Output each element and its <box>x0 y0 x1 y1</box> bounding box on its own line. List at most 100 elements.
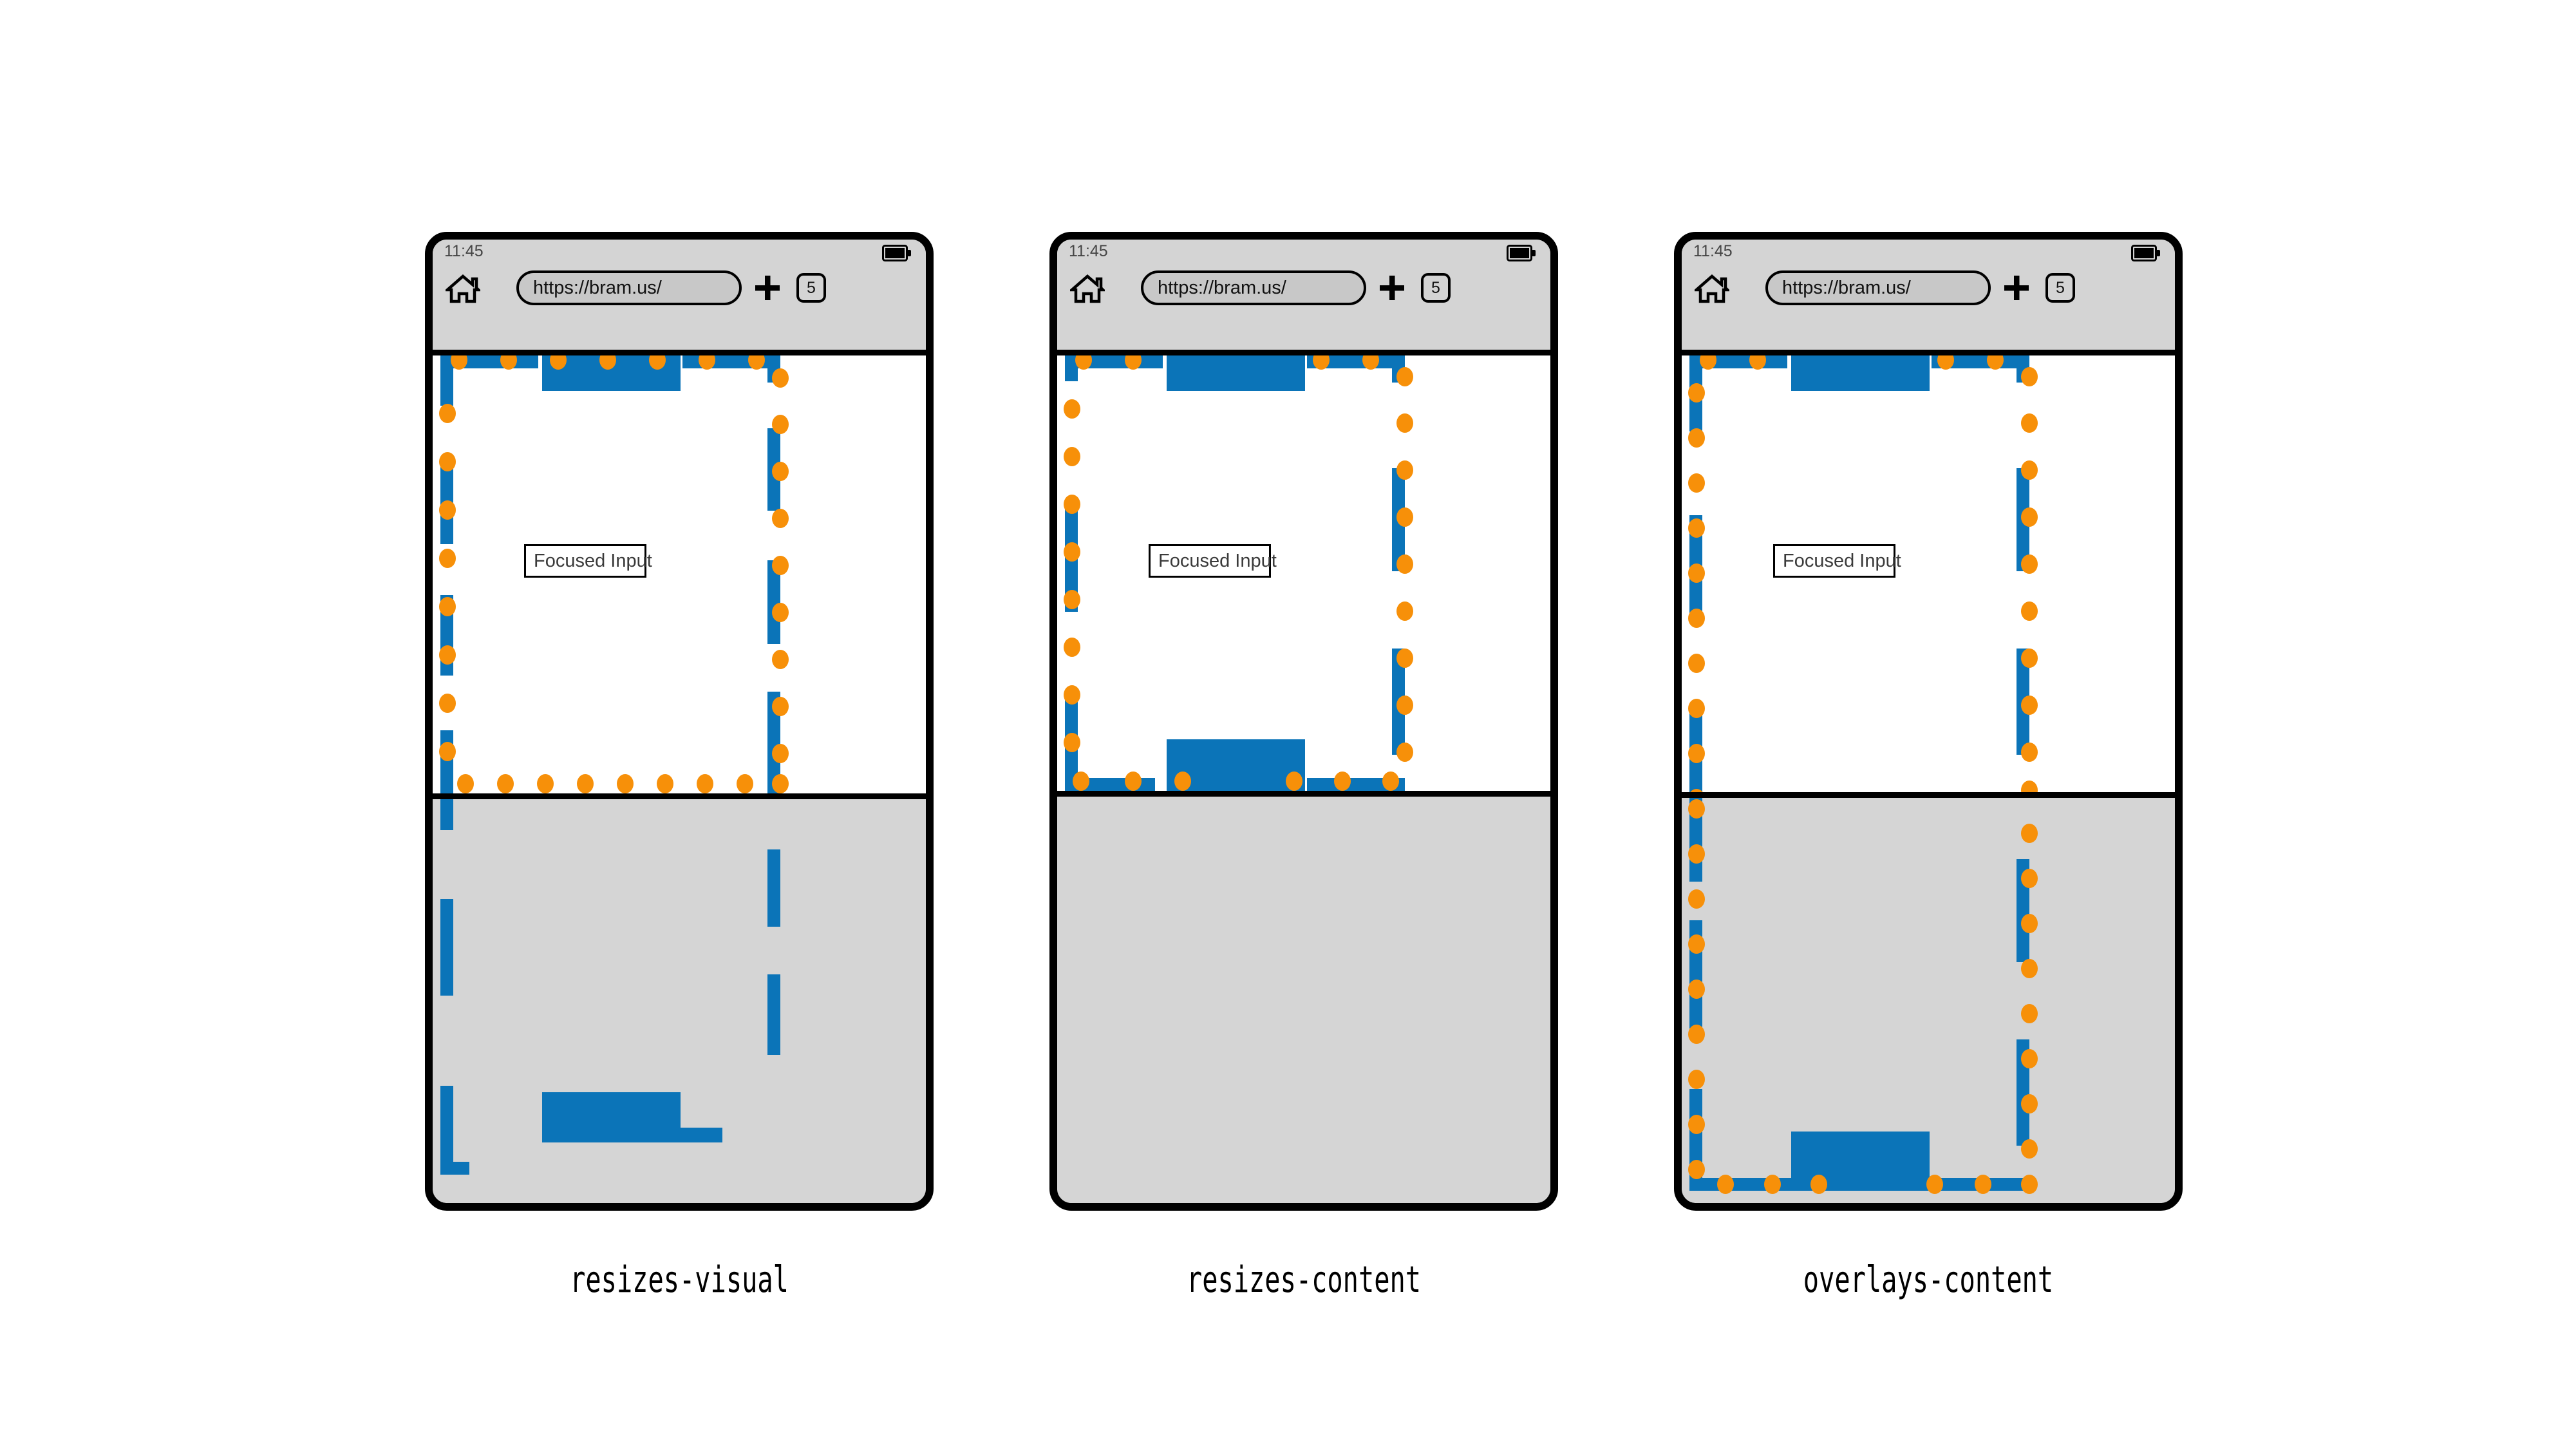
viewport-marker-dot <box>457 774 474 793</box>
viewport-marker-dot <box>1064 733 1080 752</box>
tab-count-label: 5 <box>807 278 816 297</box>
viewport-marker-dot <box>439 742 456 761</box>
url-bar-3[interactable]: https://bram.us/ <box>1765 270 1991 305</box>
border-segment-right <box>767 849 780 927</box>
status-clock: 11:45 <box>444 242 484 260</box>
viewport-marker-dot <box>550 355 567 370</box>
tab-count-button[interactable]: 5 <box>2045 273 2075 303</box>
focused-input-text: Focused Input <box>534 550 652 571</box>
viewport-marker-dot <box>772 603 789 622</box>
viewport-marker-dot <box>1688 518 1705 538</box>
viewport-marker-dot <box>2021 743 2038 762</box>
viewport-marker-dot <box>1174 772 1191 791</box>
viewport-marker-dot <box>1688 1025 1705 1044</box>
viewport-marker-dot <box>500 355 517 370</box>
viewport-marker-dot <box>2021 824 2038 843</box>
caption-overlays-content: overlays-content <box>1803 1259 2054 1301</box>
border-segment-bottom <box>1307 778 1405 791</box>
plus-icon[interactable] <box>2002 274 2031 302</box>
viewport-marker-dot <box>1749 355 1766 370</box>
browser-chrome-2: 11:45 https://bram.us/ <box>1057 240 1550 355</box>
border-segment-top <box>1932 355 2029 368</box>
browser-toolbar-1: https://bram.us/ 5 <box>433 265 926 350</box>
tab-count-button[interactable]: 5 <box>1421 273 1451 303</box>
tab-count-label: 5 <box>1431 278 1440 297</box>
viewport-marker-dot <box>2021 1139 2038 1159</box>
viewport-marker-dot <box>772 650 789 669</box>
tab-count-button[interactable]: 5 <box>796 273 826 303</box>
viewport-marker-dot <box>1688 889 1705 909</box>
viewport-marker-dot <box>439 452 456 471</box>
viewport-marker-dot <box>1396 601 1413 621</box>
viewport-marker-dot <box>2021 1094 2038 1113</box>
viewport-marker-dot <box>649 355 666 370</box>
viewport-marker-dot <box>1396 554 1413 574</box>
plus-icon[interactable] <box>753 274 782 302</box>
viewport-marker-dot <box>1064 447 1080 466</box>
viewport-marker-dot <box>1926 1175 1943 1194</box>
browser-chrome-1: 11:45 https://bram.us/ <box>433 240 926 355</box>
battery-full-icon <box>882 245 911 261</box>
viewport-marker-dot <box>2021 959 2038 978</box>
border-segment-left <box>440 899 453 996</box>
focused-input-3[interactable]: Focused Input <box>1773 544 1901 578</box>
viewport-marker-dot <box>2021 413 2038 433</box>
viewport-marker-dot <box>1396 367 1413 386</box>
viewport-marker-dot <box>1688 789 1705 792</box>
virtual-keyboard-1[interactable] <box>433 793 926 1203</box>
border-segment-right <box>767 692 780 793</box>
viewport-marker-dot <box>439 597 456 616</box>
status-clock: 11:45 <box>1693 242 1733 260</box>
viewport-marker-dot <box>1396 696 1413 715</box>
viewport-marker-dot <box>577 774 594 793</box>
focused-input-1[interactable]: Focused Input <box>524 544 652 578</box>
viewport-marker-dot <box>439 694 456 713</box>
layout-viewport-2: Focused Input <box>1057 355 1550 791</box>
viewport-marker-dot <box>1688 844 1705 864</box>
viewport-marker-dot <box>1286 772 1302 791</box>
phone-resizes-visual: 11:45 https://bram.us/ <box>425 232 934 1211</box>
viewport-marker-dot <box>1987 355 2004 370</box>
viewport-marker-dot <box>1064 685 1080 705</box>
status-bar-2: 11:45 <box>1057 240 1550 265</box>
border-segment-left <box>440 799 453 830</box>
url-text: https://bram.us/ <box>533 277 662 298</box>
focused-input-2[interactable]: Focused Input <box>1149 544 1277 578</box>
phone-screen-1: 11:45 https://bram.us/ <box>433 240 926 1203</box>
url-bar-1[interactable]: https://bram.us/ <box>516 270 742 305</box>
viewport-marker-dot <box>439 404 456 423</box>
viewport-marker-dot <box>439 500 456 520</box>
viewport-marker-dot <box>2021 367 2038 386</box>
viewport-marker-dot <box>772 509 789 528</box>
viewport-marker-dot <box>1073 772 1089 791</box>
virtual-keyboard-3[interactable] <box>1682 792 2175 1203</box>
viewport-marker-dot <box>1975 1175 1991 1194</box>
viewport-marker-dot <box>1688 1115 1705 1134</box>
viewport-marker-dot <box>772 697 789 716</box>
viewport-marker-dot <box>697 774 713 793</box>
border-segment-left <box>440 1086 453 1173</box>
plus-icon[interactable] <box>1378 274 1406 302</box>
focused-input-text: Focused Input <box>1783 550 1901 571</box>
layout-viewport-3: Focused Input <box>1682 355 2175 792</box>
home-icon[interactable] <box>1695 270 1729 305</box>
url-bar-2[interactable]: https://bram.us/ <box>1141 270 1366 305</box>
viewport-marker-dot <box>1764 1175 1781 1194</box>
border-segment-left <box>1065 355 1078 381</box>
home-icon[interactable] <box>1070 270 1105 305</box>
viewport-marker-dot <box>2021 696 2038 715</box>
viewport-marker-dot <box>1688 980 1705 999</box>
viewport-marker-dot <box>537 774 554 793</box>
viewport-marker-dot <box>1688 383 1705 402</box>
viewport-marker-dot <box>1396 649 1413 668</box>
viewport-marker-dot <box>1810 1175 1827 1194</box>
virtual-keyboard-2[interactable] <box>1057 791 1550 1203</box>
viewport-marker-dot <box>1064 399 1080 419</box>
page-header-block <box>1167 355 1305 391</box>
viewport-marker-dot <box>1717 1175 1734 1194</box>
phone-overlays-content: 11:45 https://bram.us/ <box>1674 232 2183 1211</box>
battery-full-icon <box>2131 245 2160 261</box>
home-icon[interactable] <box>446 270 480 305</box>
viewport-marker-dot <box>1688 1070 1705 1089</box>
